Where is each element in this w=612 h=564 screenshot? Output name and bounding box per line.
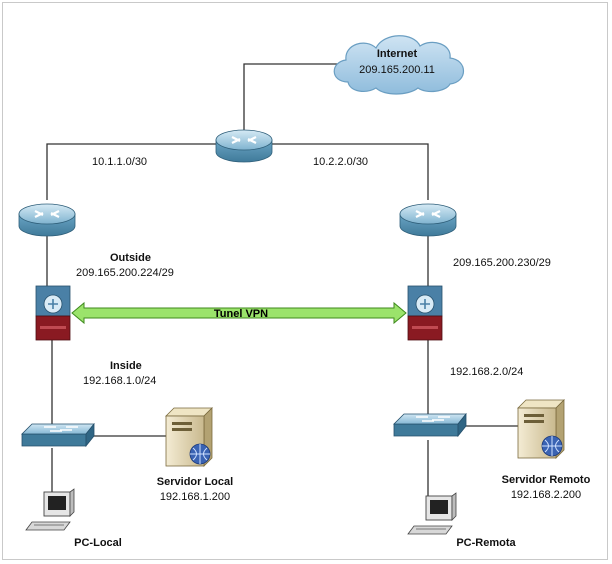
vpn-tunnel-label: Tunel VPN [214,308,268,320]
left-pc-name: PC-Local [74,537,122,549]
right-pc-name: PC-Remota [456,537,516,549]
left-server-ip: 192.168.1.200 [160,491,230,503]
left-wan-network: 10.1.1.0/30 [92,156,147,168]
internet-label: Internet [377,48,418,60]
server-right-icon [517,399,565,459]
link-core-right-router [272,143,429,200]
left-server-name: Servidor Local [157,476,233,488]
internet-cloud-icon [333,35,465,95]
switch-right-icon [393,412,467,438]
firewall-right-icon [407,285,443,341]
firewall-left-icon [35,285,71,341]
router-left-icon [18,203,76,237]
vpn-tunnel-arrow [71,301,407,325]
switch-left-icon [21,422,95,448]
internet-ip: 209.165.200.11 [359,64,435,76]
right-wan-network: 10.2.2.0/30 [313,156,368,168]
pc-right-icon [407,492,457,535]
server-left-icon [165,407,213,467]
pc-left-icon [25,488,75,531]
left-outside-network: 209.165.200.224/29 [76,267,174,279]
right-server-ip: 192.168.2.200 [511,489,581,501]
right-outside-network: 209.165.200.230/29 [453,257,551,269]
right-server-name: Servidor Remoto [502,474,591,486]
router-right-icon [399,203,457,237]
link-core-left-router [46,143,216,200]
connection-lines [46,63,518,498]
diagram-frame [2,2,608,560]
link-internet-core [243,63,338,130]
left-outside-label: Outside [110,252,151,264]
right-inside-network: 192.168.2.0/24 [450,366,523,378]
left-inside-network: 192.168.1.0/24 [83,375,156,387]
left-inside-label: Inside [110,360,142,372]
router-core-icon [215,129,273,163]
